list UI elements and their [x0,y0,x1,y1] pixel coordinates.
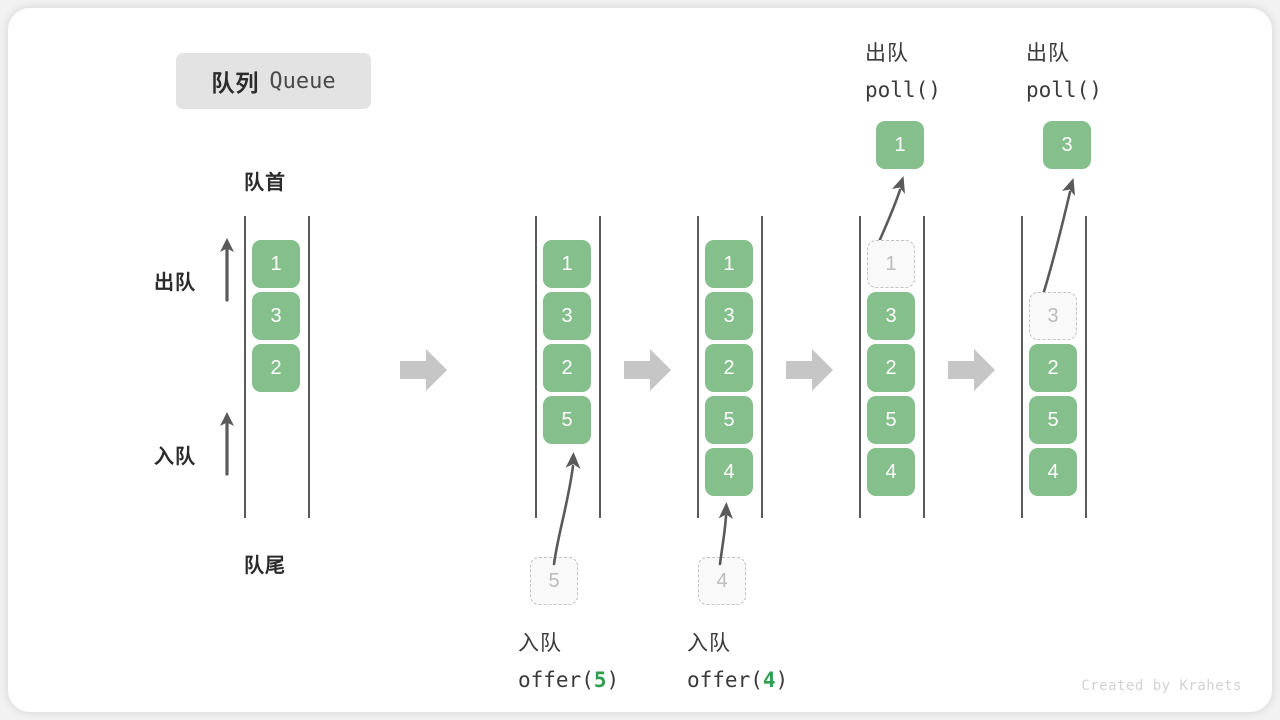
popped-cell: 3 [1043,121,1091,169]
queue-cell: 3 [705,292,753,340]
queue-state-initial: 1 3 2 [244,216,310,518]
operation-caption-cn: 出队 [865,42,909,65]
operation-caption-offer-4: 入队 offer(4) [687,626,788,698]
operation-caption-cn: 入队 [687,632,731,655]
diagram-title-chip: 队列 Queue [176,53,371,109]
operation-caption-cn: 入队 [518,632,562,655]
queue-cell: 5 [1029,396,1077,444]
queue-cell: 5 [867,396,915,444]
operation-caption-call: offer(5) [518,668,620,692]
queue-rail-left [859,216,861,518]
queue-cell: 1 [543,240,591,288]
queue-rail-right [599,216,601,518]
dequeue-motion-arrow-icon [1040,178,1075,300]
step-arrow-icon [400,349,447,391]
label-rear: 队尾 [244,555,286,577]
title-english: Queue [269,68,336,94]
incoming-ghost-cell: 4 [698,557,746,605]
queue-cell: 2 [252,344,300,392]
operation-caption-call: offer(4) [687,668,789,692]
operation-caption-cn: 出队 [1026,42,1070,65]
queue-cell: 3 [252,292,300,340]
queue-cell: 5 [705,396,753,444]
queue-rail-right [923,216,925,518]
queue-cell: 4 [867,448,915,496]
enqueue-motion-arrow-icon [552,452,581,566]
queue-cell-new: 4 [705,448,753,496]
enqueue-direction-arrow-icon [220,412,234,476]
queue-cell: 2 [705,344,753,392]
queue-cell: 2 [1029,344,1077,392]
queue-state-after-offer-4: 1 3 2 5 4 [697,216,763,518]
queue-cell-removed: 3 [1029,292,1077,340]
queue-cell: 3 [543,292,591,340]
operation-caption-call: poll() [865,78,941,102]
queue-cell-removed: 1 [867,240,915,288]
diagram-card: 队列 Queue 队首 队尾 出队 入队 1 3 2 [8,8,1272,712]
queue-cell: 4 [1029,448,1077,496]
queue-rail-left [1021,216,1023,518]
dequeue-motion-arrow-icon [876,176,905,246]
operation-caption-poll-1: 出队 poll() [865,36,941,108]
label-enqueue-direction: 入队 [154,446,196,468]
label-dequeue-direction: 出队 [154,272,196,294]
queue-rail-left [244,216,246,518]
queue-rail-right [1085,216,1087,518]
queue-rail-right [761,216,763,518]
step-arrow-icon [948,349,995,391]
queue-cell: 2 [867,344,915,392]
incoming-ghost-cell: 5 [530,557,578,605]
label-front: 队首 [244,172,286,194]
queue-cell: 3 [867,292,915,340]
queue-cell: 1 [252,240,300,288]
enqueue-motion-arrow-icon [718,502,733,566]
queue-rail-right [308,216,310,518]
operation-caption-call: poll() [1026,78,1102,102]
step-arrow-icon [786,349,833,391]
queue-cell: 1 [705,240,753,288]
queue-state-poll-1: 1 3 2 5 4 [859,216,925,518]
queue-cell: 2 [543,344,591,392]
step-arrow-icon [624,349,671,391]
popped-cell: 1 [876,121,924,169]
queue-rail-left [535,216,537,518]
operation-caption-offer-5: 入队 offer(5) [518,626,619,698]
queue-cell-new: 5 [543,396,591,444]
dequeue-direction-arrow-icon [220,238,234,302]
queue-state-after-offer-5: 1 3 2 5 [535,216,601,518]
queue-rail-left [697,216,699,518]
queue-state-poll-3: 3 2 5 4 [1021,216,1087,518]
operation-caption-poll-3: 出队 poll() [1026,36,1102,108]
title-chinese: 队列 [211,70,260,96]
watermark: Created by Krahets [1081,678,1242,694]
